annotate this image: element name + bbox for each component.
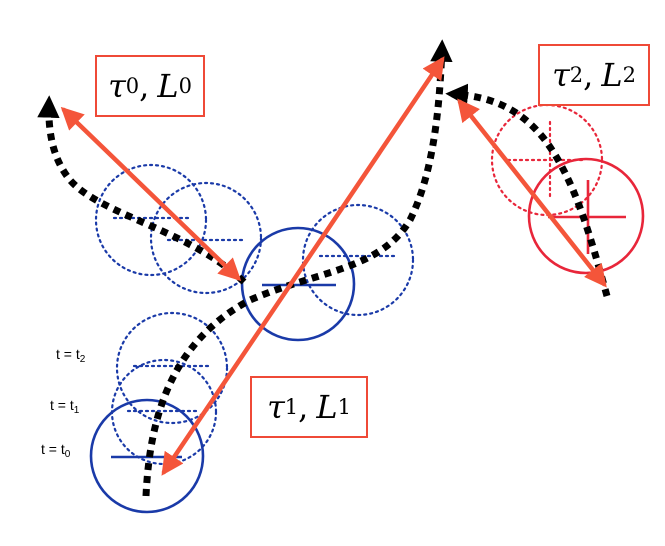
- displacement-arrows: [60, 56, 607, 476]
- time-label-t1: t = t1: [50, 397, 80, 416]
- label-tau1-symbol: τ: [267, 388, 285, 426]
- label-tau0-symbol: τ: [108, 67, 126, 105]
- ghost-circle: [301, 203, 415, 317]
- ghost-circle: [149, 181, 263, 295]
- arrow-tau0: [60, 106, 242, 282]
- label-tau2-symbol: τ: [552, 56, 570, 94]
- ghost-circle: [94, 163, 208, 277]
- arrow-tau1: [161, 56, 445, 476]
- time-label-t0: t = t0: [41, 441, 71, 460]
- arrow-tau2: [457, 98, 607, 288]
- time-label-t2: t = t2: [56, 346, 86, 365]
